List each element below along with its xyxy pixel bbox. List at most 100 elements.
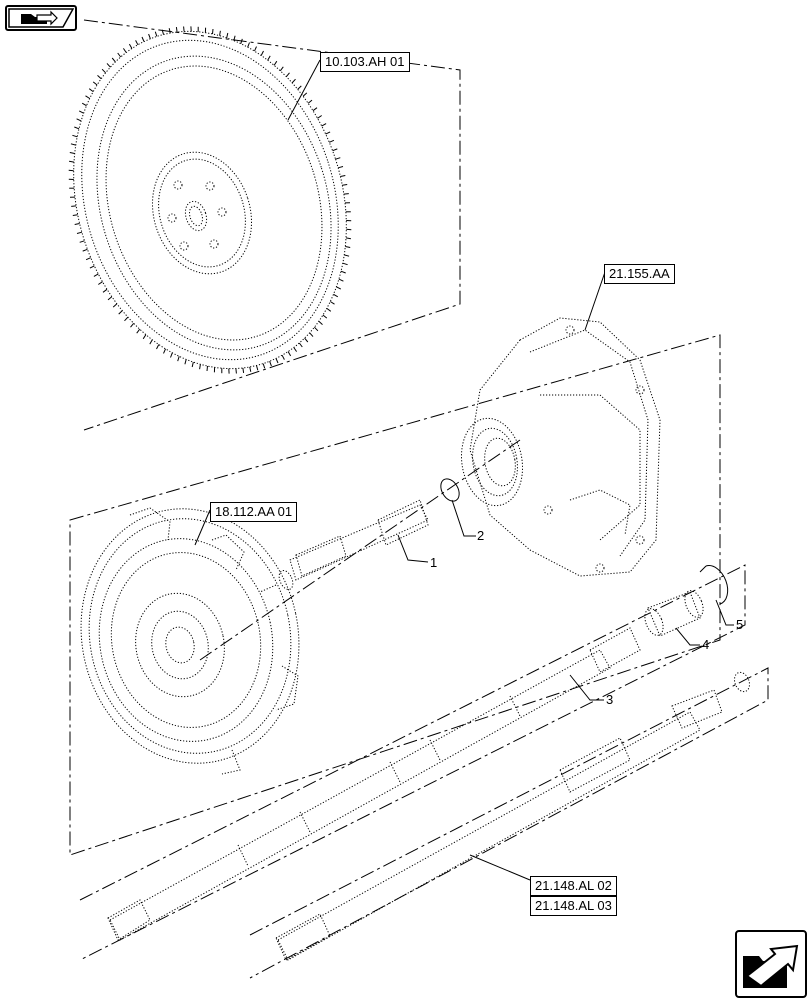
ref-flywheel[interactable]: 10.103.AH 01: [320, 52, 410, 72]
gear-tooth: [286, 73, 289, 77]
ref-shaft-b[interactable]: 21.148.AL 03: [530, 896, 617, 916]
gear-tooth: [155, 32, 157, 37]
circlip: [700, 566, 728, 604]
gear-tooth: [70, 153, 75, 154]
gear-tooth: [255, 47, 257, 52]
housing-enclosure: [70, 335, 720, 855]
gear-tooth: [346, 238, 351, 239]
gear-tooth: [157, 345, 159, 350]
callout-1: 1: [430, 556, 437, 570]
gear-tooth: [74, 127, 79, 129]
leader-1: [398, 535, 428, 562]
alternative-shaft: [276, 670, 752, 960]
gear-tooth: [261, 51, 263, 56]
gear-tooth: [336, 287, 340, 289]
gear-tooth: [164, 349, 166, 354]
prev-page-button[interactable]: [5, 5, 77, 31]
arrow-back-folder-icon: [7, 7, 75, 29]
gear-tooth: [118, 53, 121, 57]
gear-tooth: [340, 176, 345, 177]
gear-tooth: [276, 358, 278, 363]
gear-tooth: [77, 232, 82, 233]
gear-tooth: [71, 206, 76, 207]
gear-tooth: [107, 63, 110, 67]
gear-tooth: [227, 33, 228, 38]
gear-tooth: [338, 167, 343, 168]
gear-tooth: [292, 79, 295, 83]
gear-tooth: [213, 29, 214, 34]
gear-tooth: [299, 343, 302, 347]
bell-housing: [455, 318, 660, 576]
gear-tooth: [86, 96, 90, 99]
arrow-forward-folder-icon: [737, 932, 805, 996]
gear-tooth: [339, 279, 344, 281]
callout-5: 5: [736, 618, 743, 632]
shaft-enclosure: [80, 565, 745, 960]
gear-tooth: [288, 352, 291, 356]
gear-tooth: [94, 274, 98, 277]
gear-tooth: [72, 135, 77, 137]
flywheel-enclosure: [84, 20, 460, 430]
axis-line: [200, 440, 520, 660]
gear-tooth: [69, 161, 74, 162]
gear-tooth: [282, 355, 284, 359]
gear-tooth: [330, 302, 334, 305]
gear-tooth: [123, 48, 126, 52]
damper-plate: [58, 488, 323, 783]
gear-tooth: [243, 368, 244, 373]
gear-tooth: [82, 103, 86, 106]
gear-tooth: [102, 69, 106, 73]
gear-tooth: [346, 229, 351, 230]
gear-tooth: [200, 364, 201, 369]
gear-tooth: [257, 366, 258, 371]
gear-tooth: [184, 27, 185, 32]
gear-tooth: [314, 327, 318, 331]
gear-tooth: [250, 367, 251, 372]
gear-tooth: [248, 43, 250, 48]
gear-tooth: [327, 308, 331, 311]
gear-tooth: [318, 116, 322, 119]
gear-tooth: [310, 333, 313, 337]
gear-tooth: [236, 369, 237, 374]
gear-tooth: [319, 321, 323, 324]
gear-tooth: [313, 108, 317, 111]
gear-tooth: [185, 359, 186, 364]
gear-tooth: [149, 34, 151, 39]
gear-tooth: [303, 93, 307, 96]
gear-tooth: [171, 353, 173, 358]
next-page-button[interactable]: [735, 930, 807, 998]
gear-tooth: [192, 362, 193, 367]
gear-tooth: [119, 311, 123, 315]
gear-tooth: [93, 82, 97, 85]
gear-tooth: [178, 356, 180, 361]
gear-tooth: [112, 58, 115, 62]
gear-tooth: [308, 100, 312, 103]
gear-tooth: [323, 315, 327, 318]
gear-tooth: [270, 361, 272, 366]
gear-tooth: [89, 89, 93, 92]
flywheel-ring-gear: [69, 26, 352, 373]
gear-tooth: [75, 224, 80, 225]
leader-5: [716, 600, 734, 625]
o-ring: [437, 476, 463, 505]
gear-tooth: [344, 255, 349, 256]
gear-tooth: [80, 241, 85, 243]
ref-damper[interactable]: 18.112.AA 01: [210, 502, 297, 522]
gear-tooth: [71, 144, 76, 145]
gear-tooth: [207, 366, 208, 371]
gear-tooth: [322, 124, 326, 127]
gear-tooth: [98, 75, 102, 78]
gear-tooth: [79, 111, 83, 113]
gear-tooth: [108, 297, 112, 300]
callout-2: 2: [477, 529, 484, 543]
gear-tooth: [333, 149, 338, 151]
ref-shaft-a[interactable]: 21.148.AL 02: [530, 876, 617, 896]
gear-tooth: [329, 140, 334, 142]
callout-3: 3: [606, 693, 613, 707]
gear-tooth: [143, 335, 146, 339]
ref-housing[interactable]: 21.155.AA: [604, 264, 675, 284]
gear-tooth: [344, 194, 349, 195]
gear-tooth: [131, 323, 134, 327]
gear-tooth: [326, 132, 330, 134]
